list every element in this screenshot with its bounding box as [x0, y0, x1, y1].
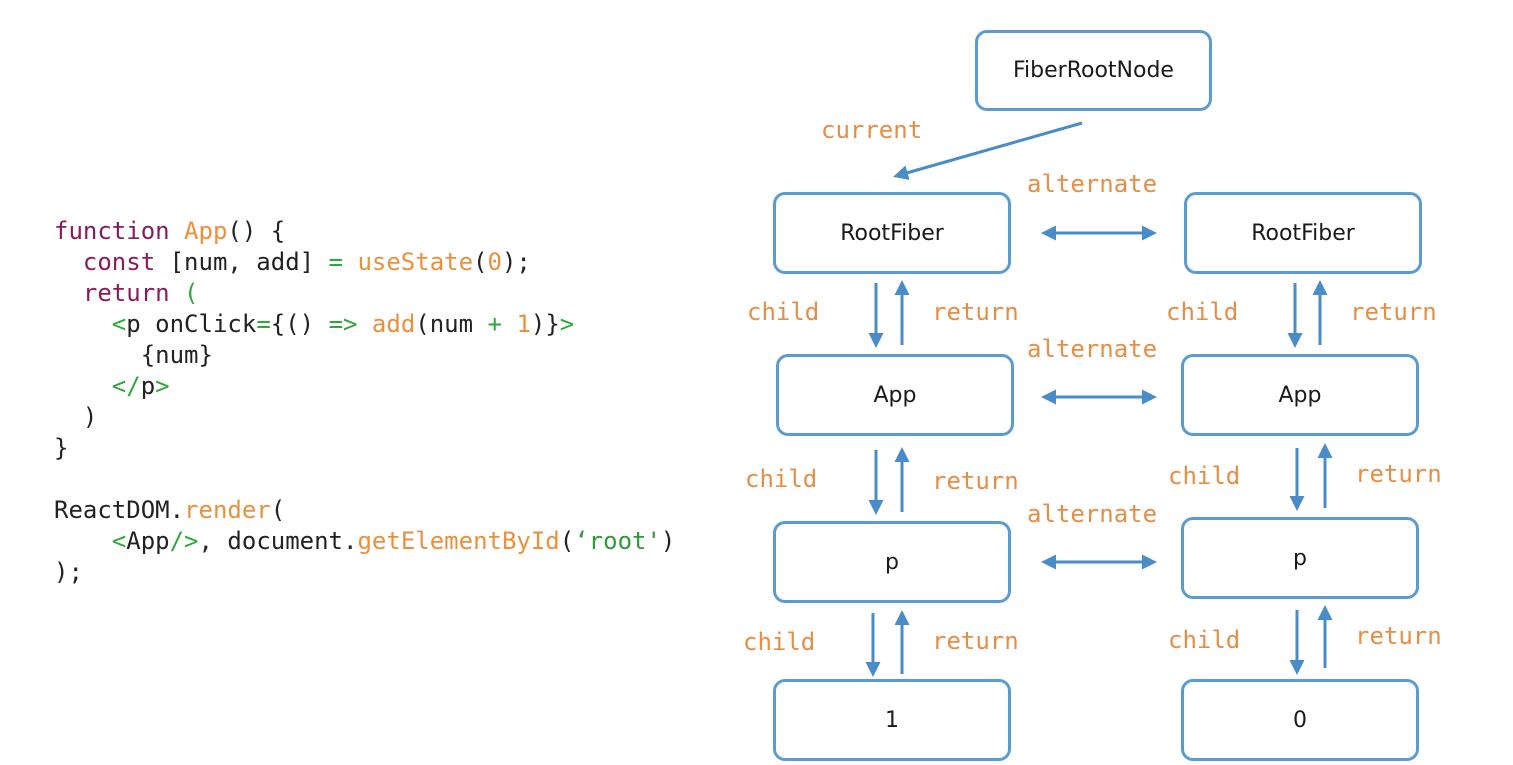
- code-token: onClick: [155, 310, 257, 338]
- code-token: >: [559, 310, 575, 338]
- code-line: ReactDOM.render(: [54, 495, 675, 526]
- code-token: return: [54, 279, 185, 307]
- code-token: , document.: [198, 527, 358, 555]
- right-text-node: 0: [1181, 679, 1419, 761]
- code-token: App: [184, 217, 228, 245]
- code-token: 0: [487, 248, 502, 276]
- right-child-label-3: child: [1168, 626, 1241, 654]
- code-token: {(): [270, 310, 329, 338]
- current-label: current: [821, 116, 923, 144]
- alternate-label-rootfiber: alternate: [1027, 170, 1158, 198]
- code-token: >: [155, 372, 170, 400]
- alternate-label-app: alternate: [1027, 335, 1158, 363]
- code-token: ReactDOM.: [54, 496, 185, 524]
- code-token: )}: [530, 310, 560, 338]
- code-token: () {: [227, 217, 286, 245]
- code-token: 1: [516, 310, 531, 338]
- code-line: function App() {: [54, 216, 675, 247]
- code-token: =: [328, 248, 358, 276]
- code-line: ): [54, 402, 675, 433]
- code-line: }: [54, 433, 675, 464]
- code-line: );: [54, 557, 675, 588]
- right-return-label-3: return: [1355, 622, 1442, 650]
- right-app-node: App: [1181, 354, 1419, 436]
- code-line: <App/>, document.getElementById(‘root'): [54, 526, 676, 557]
- code-token: </: [54, 372, 141, 400]
- left-child-label-2: child: [745, 465, 818, 493]
- code-token: render: [184, 496, 271, 524]
- code-token: (: [559, 527, 575, 555]
- code-token: add: [371, 310, 416, 338]
- code-token: [num, add]: [169, 248, 329, 276]
- right-return-label-2: return: [1355, 460, 1442, 488]
- code-token: {num}: [54, 341, 213, 369]
- code-line: <p onClick={() => add(num + 1)}>: [54, 309, 675, 340]
- code-token: getElementById: [357, 527, 560, 555]
- right-rootfiber-node: RootFiber: [1184, 192, 1422, 274]
- left-return-label-3: return: [932, 627, 1019, 655]
- right-child-label-2: child: [1168, 462, 1241, 490]
- left-child-label-3: child: [743, 628, 816, 656]
- current-arrow: [893, 121, 1083, 180]
- left-child-label-1: child: [747, 298, 820, 326]
- code-token: function: [54, 217, 185, 245]
- code-token: ): [660, 527, 676, 555]
- left-text-node: 1: [773, 679, 1011, 761]
- code-line: {num}: [54, 340, 675, 371]
- code-token: (num: [415, 310, 488, 338]
- code-token: ‘root': [574, 527, 661, 555]
- code-token: );: [501, 248, 531, 276]
- code-snippet: function App() { const [num, add] = useS…: [54, 216, 675, 588]
- left-return-label-1: return: [932, 298, 1019, 326]
- code-token: p: [140, 372, 156, 400]
- code-token: const: [54, 248, 170, 276]
- fiber-root-node: FiberRootNode: [975, 30, 1212, 111]
- code-line: return (: [54, 278, 675, 309]
- right-p-node: p: [1181, 517, 1419, 599]
- code-line: const [num, add] = useState(0);: [54, 247, 675, 278]
- left-rootfiber-node: RootFiber: [773, 192, 1011, 274]
- left-p-node: p: [773, 521, 1011, 603]
- code-token: p: [126, 310, 156, 338]
- code-token: +: [487, 310, 517, 338]
- alternate-label-p: alternate: [1027, 500, 1158, 528]
- code-token: );: [54, 558, 83, 586]
- left-app-node: App: [776, 354, 1014, 436]
- code-token: (: [184, 279, 199, 307]
- code-token: <: [54, 310, 127, 338]
- code-token: (: [473, 248, 488, 276]
- code-line: </p>: [54, 371, 675, 402]
- code-token: (: [270, 496, 286, 524]
- right-child-label-1: child: [1166, 298, 1239, 326]
- code-token: useState: [357, 248, 474, 276]
- code-token: />: [169, 527, 199, 555]
- right-return-label-1: return: [1350, 298, 1437, 326]
- code-token: }: [54, 434, 69, 462]
- code-token: ): [54, 403, 98, 431]
- code-token: App: [126, 527, 170, 555]
- left-return-label-2: return: [932, 467, 1019, 495]
- code-token: =: [256, 310, 271, 338]
- code-token: <: [54, 527, 127, 555]
- code-token: =>: [328, 310, 372, 338]
